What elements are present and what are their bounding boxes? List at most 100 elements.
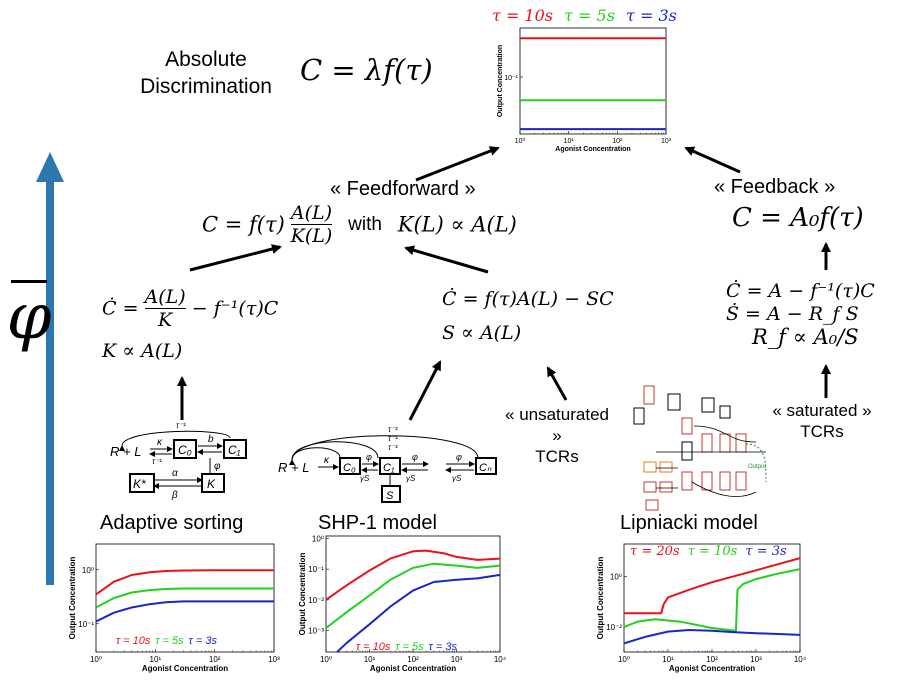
ad-rate-kappa: κ xyxy=(157,437,163,448)
x-axis-label: Agonist Concentration xyxy=(142,664,228,673)
ad-rate-b: b xyxy=(208,434,214,445)
arrow-shpnet-to-shpeq xyxy=(408,360,442,421)
feedback-equations: Ċ = A − f⁻¹(τ)C Ṡ = A − R_f S R_f ∝ A₀/S xyxy=(726,280,875,349)
ad-node-kstar: K* xyxy=(133,477,146,491)
x-tick-label: 10¹ xyxy=(364,655,376,664)
x-tick-label: 10⁰ xyxy=(515,137,526,145)
lip-legend-1: τ = 20s xyxy=(630,544,680,559)
feedback-label: « Feedback » xyxy=(714,176,836,198)
series-line-3 xyxy=(95,600,274,623)
y-tick-label: 10⁻³ xyxy=(308,627,324,636)
x-tick-label: 10⁰ xyxy=(320,655,332,664)
shp-eq2: S ∝ A(L) xyxy=(442,322,522,344)
absolute-discrimination-title: Absolute Discrimination xyxy=(136,46,276,100)
series-line-1 xyxy=(624,557,801,615)
series-line-1 xyxy=(95,569,274,596)
phi-bar-overline xyxy=(11,280,47,283)
series-line-3 xyxy=(336,573,501,653)
unsaturated-label: « unsaturated » TCRs xyxy=(498,404,616,467)
shp-rate-tauinv-2: τ⁻¹ xyxy=(388,434,398,443)
feedforward-label: « Feedforward » xyxy=(330,178,476,200)
chart-legend-entry-1: τ = 10s xyxy=(356,641,391,653)
shp-rate-gs-1: γS xyxy=(360,474,370,483)
absolute-formula: C = λf(τ) xyxy=(300,53,433,87)
y-tick-label: 10⁰ xyxy=(312,534,324,543)
saturated-text: « saturated » xyxy=(772,401,872,420)
arrow-adaptive-to-ff xyxy=(189,244,282,272)
unsaturated-text: « unsaturated » xyxy=(505,405,609,445)
chart-shp-frame xyxy=(325,535,501,653)
shp-rate-phi-1: φ xyxy=(366,452,372,462)
y-axis-label: Output Concentration xyxy=(596,557,605,640)
x-tick-label: 10² xyxy=(706,655,718,664)
ad-node-c0-box xyxy=(173,439,197,459)
shp-node-s-box xyxy=(381,485,401,503)
arrow-unsat-to-shpeq xyxy=(546,366,568,401)
x-tick-label: 10⁰ xyxy=(90,655,102,664)
lipniacki-title: Lipniacki model xyxy=(620,512,758,534)
y-axis-label: Output Concentration xyxy=(68,557,77,640)
shp-node-c0-box xyxy=(339,457,361,475)
chart-legend-entry-2: τ = 5s xyxy=(155,635,184,647)
ad-node-k-box xyxy=(201,473,225,493)
lipniacki-network-diagram: Output xyxy=(633,385,767,511)
lip-output-label: Output xyxy=(748,464,766,470)
ad-eq-lhs: Ċ = xyxy=(102,297,139,320)
x-tick-label: 10¹ xyxy=(150,655,162,664)
adaptive-sorting-title: Adaptive sorting xyxy=(100,512,244,534)
arrow-ff-to-top xyxy=(415,146,500,182)
x-tick-label: 10² xyxy=(407,655,419,664)
chart-top-frame xyxy=(519,27,667,135)
shp-rate-gs-2: γS xyxy=(406,474,416,483)
lipniacki-legend: τ = 20s τ = 10s τ = 3s xyxy=(630,544,787,559)
x-tick-label: 10¹ xyxy=(564,138,575,145)
ff-frac-num: A(L) xyxy=(290,202,333,225)
x-tick-label: 10⁰ xyxy=(618,655,630,664)
ff-with: with xyxy=(348,213,382,235)
ad-rate-alpha: α xyxy=(172,468,178,479)
ad-rate-phi: φ xyxy=(214,461,221,472)
x-tick-label: 10³ xyxy=(750,655,762,664)
chart-adaptive-frame xyxy=(95,543,275,653)
progress-arrow xyxy=(36,152,64,585)
ad-rate-tauinv: τ⁻¹ xyxy=(152,457,162,466)
x-tick-label: 10³ xyxy=(451,655,463,664)
shp-eq1: Ċ = f(τ)A(L) − SC xyxy=(442,288,614,310)
series-line-2 xyxy=(623,568,801,632)
legend-entry-1: τ = 10s xyxy=(492,6,553,25)
title-line-1: Absolute xyxy=(165,48,247,71)
shp-node-cn-box xyxy=(475,457,497,475)
shp-rate-phi-3: φ xyxy=(456,452,462,462)
ad-node-c1: C₁ xyxy=(228,443,241,457)
legend-entry-2: τ = 5s xyxy=(564,6,615,25)
ff-formula-cond: K(L) ∝ A(L) xyxy=(397,212,517,237)
ad-fraction: A(L) K xyxy=(144,286,186,331)
ad-frac-num: A(L) xyxy=(144,286,186,309)
shp-node-rl: R + L xyxy=(278,460,309,475)
shp-node-cn: Cₙ xyxy=(479,462,492,474)
fb-eq-1: Ċ = A − f⁻¹(τ)C xyxy=(726,280,875,302)
ff-fraction: A(L) K(L) xyxy=(290,202,333,247)
arrow-fb-to-top xyxy=(684,146,741,174)
feedforward-formula: C = f(τ) A(L) K(L) with K(L) ∝ A(L) xyxy=(202,202,517,247)
y-tick-label: 10⁻² xyxy=(308,596,324,605)
lip-legend-2: τ = 10s xyxy=(687,544,738,559)
ad-node-k: K xyxy=(207,477,216,491)
adaptive-equation: Ċ = A(L) K − f⁻¹(τ)C xyxy=(102,286,278,331)
shp-node-c1: C₁ xyxy=(383,462,395,474)
lip-legend-3: τ = 3s xyxy=(745,544,787,559)
x-tick-label: 10⁴ xyxy=(794,655,807,664)
x-tick-label: 10⁴ xyxy=(494,655,507,664)
saturated-tcrs: TCRs xyxy=(800,422,844,441)
y-tick-label: 10⁻¹ xyxy=(78,620,94,629)
chart-legend-entry-3: τ = 3s xyxy=(189,635,218,647)
y-tick-label: 10⁰ xyxy=(82,566,94,575)
series-line-2 xyxy=(325,562,501,629)
ad-node-kstar-box xyxy=(129,473,155,493)
